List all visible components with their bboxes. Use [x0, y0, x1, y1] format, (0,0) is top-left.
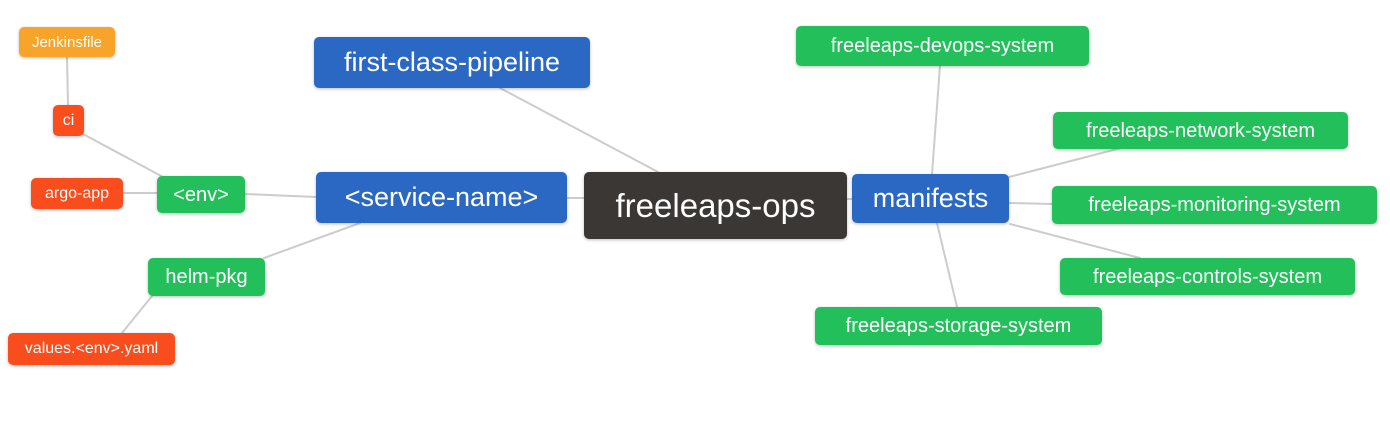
node-freeleaps-storage-system[interactable]: freeleaps-storage-system: [815, 307, 1102, 345]
node-root-freeleaps-ops[interactable]: freeleaps-ops: [584, 172, 847, 239]
node-first-class-pipeline[interactable]: first-class-pipeline: [314, 37, 590, 88]
node-jenkinsfile[interactable]: Jenkinsfile: [19, 27, 115, 57]
edge-ci-env: [82, 133, 164, 178]
edge-jenkinsfile-ci: [66, 56, 69, 106]
node-freeleaps-monitoring-system[interactable]: freeleaps-monitoring-system: [1052, 186, 1377, 224]
edge-env-servicename: [244, 193, 317, 198]
node-values-env-yaml[interactable]: values.<env>.yaml: [8, 333, 175, 365]
edge-servicename-helmpkg: [263, 222, 361, 259]
edge-helmpkg-values: [121, 295, 153, 334]
edge-manifests-network: [1008, 147, 1122, 178]
edge-pipeline-root: [499, 87, 659, 173]
node-argo-app[interactable]: argo-app: [31, 178, 123, 209]
edge-manifests-devops: [931, 65, 941, 175]
node-freeleaps-network-system[interactable]: freeleaps-network-system: [1053, 112, 1348, 149]
node-env[interactable]: <env>: [157, 176, 245, 213]
node-service-name[interactable]: <service-name>: [316, 172, 567, 223]
edge-manifests-controls: [1009, 223, 1141, 259]
edge-manifests-monitoring: [1008, 202, 1053, 205]
node-helm-pkg[interactable]: helm-pkg: [148, 258, 265, 296]
node-freeleaps-controls-system[interactable]: freeleaps-controls-system: [1060, 258, 1355, 295]
node-ci[interactable]: ci: [53, 105, 84, 136]
node-manifests[interactable]: manifests: [852, 174, 1009, 223]
node-freeleaps-devops-system[interactable]: freeleaps-devops-system: [796, 26, 1089, 66]
edge-manifests-storage: [936, 222, 958, 308]
